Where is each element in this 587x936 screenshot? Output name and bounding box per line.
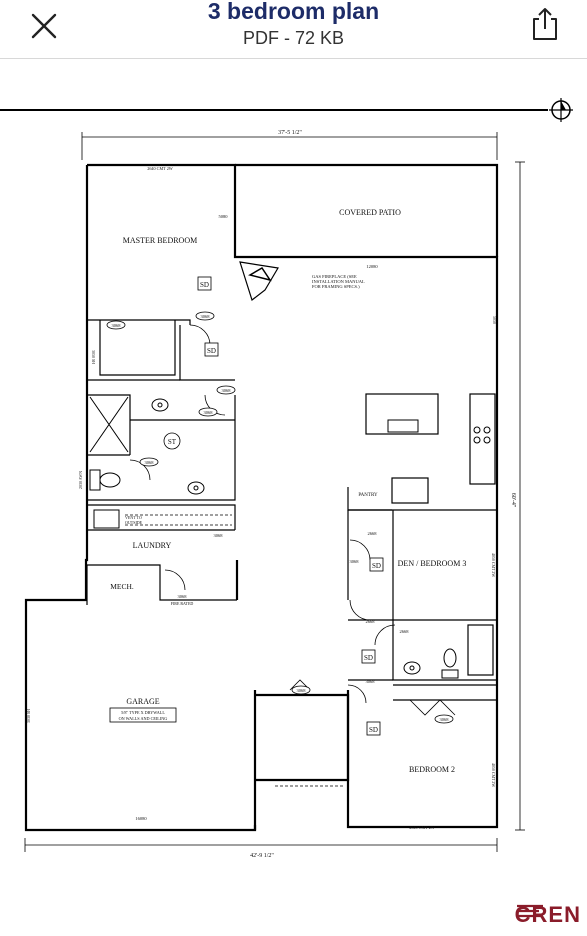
door-tag: 3068 [366, 679, 376, 684]
door-tag: 2668 [368, 531, 378, 536]
room-pantry: PANTRY [358, 493, 378, 498]
window-bath2: 2030 AWN [78, 471, 83, 489]
note-drywall-2: ON WALLS AND CEILING [119, 716, 168, 721]
window-master-top: 2640 CMT 2W [147, 166, 173, 171]
room-bedroom2: BEDROOM 2 [409, 765, 455, 774]
note-fireplace-1: GAS FIREPLACE (SEE [312, 274, 357, 279]
note-fireplace-2: INSTALLATION MANUAL [312, 279, 365, 284]
sd-label: SD [200, 281, 209, 289]
close-icon [31, 13, 57, 39]
note-fireplace-3: FOR FRAMING SPECS.) [312, 284, 360, 289]
note-vent-1: VENT TO [125, 515, 142, 520]
room-garage: GARAGE [126, 697, 159, 706]
cren-logo: CREN [515, 902, 581, 928]
share-button[interactable] [525, 4, 565, 44]
exterior-walls [24, 163, 499, 832]
section-marker-icon [549, 98, 573, 122]
window-bath: 3050 SH [91, 350, 96, 364]
window-den: 4050 CMT 2W [491, 553, 496, 578]
note-drywall-1: 5/8" TYPE X DRYWALL [121, 710, 165, 715]
door-tag: 3068 [201, 314, 211, 319]
door-tag: 2668 [400, 629, 410, 634]
share-icon [533, 8, 557, 40]
door-tag: 3068 [222, 388, 232, 393]
close-button[interactable] [24, 6, 64, 46]
document-title: 3 bedroom plan [207, 0, 380, 24]
door-patio: 12080 [366, 264, 378, 269]
drywall-note-box [109, 707, 177, 723]
door-tag: 3068 [350, 559, 360, 564]
door-tag: 3068 [440, 717, 450, 722]
door-tag: 2668 [366, 619, 376, 624]
pdf-page[interactable]: 37'-5 1/2" 42'-9 1/2" 60'-4" [0, 59, 587, 936]
room-mech: MECH. [110, 582, 134, 591]
room-covered-patio: COVERED PATIO [339, 208, 401, 217]
sd-tags: SD SD SD SD SD ST [163, 276, 384, 736]
sd-label: SD [369, 726, 378, 734]
document-meta: PDF - 72 KB [242, 28, 345, 48]
window-great: 5050 [492, 316, 497, 324]
note-fire-rated: FIRE RATED [171, 601, 194, 606]
document-header: 3 bedroom plan PDF - 72 KB [0, 0, 587, 59]
st-label: ST [168, 438, 177, 446]
dim-right: 60'-4" [510, 493, 516, 508]
sd-label: SD [207, 347, 216, 355]
note-vent-2: OUTSIDE [125, 520, 143, 525]
door-garage: 16080 [135, 816, 147, 821]
cren-swoosh-icon [516, 904, 543, 918]
window-master-side: 5080 [219, 214, 229, 219]
dim-bottom: 42'-9 1/2" [250, 853, 274, 859]
door-tag-fire-rated: 3068 [178, 594, 188, 599]
window-bed2: 4050 CMT 2W [491, 763, 496, 788]
door-tag: 3068 [204, 410, 214, 415]
sd-label: SD [372, 562, 381, 570]
interior-walls [86, 261, 497, 701]
window-bed2-bottom: 2640 CMT 2W [409, 825, 435, 830]
door-tag: 3068 [214, 533, 224, 538]
door-swings [129, 324, 456, 716]
door-tags: 3068 3068 3068 3068 3068 3068 3068 3068 … [106, 311, 454, 724]
dashed-elements [125, 514, 345, 787]
sd-label: SD [364, 654, 373, 662]
window-garage: 3030 SH [26, 709, 31, 723]
floor-plan: 37'-5 1/2" 42'-9 1/2" 60'-4" [0, 98, 573, 859]
dim-top: 37'-5 1/2" [278, 130, 302, 136]
dimension-lines [24, 132, 525, 852]
room-master-bedroom: MASTER BEDROOM [123, 236, 197, 245]
plumbing-fixtures [89, 266, 491, 679]
door-tag: 3068 [112, 323, 122, 328]
room-laundry: LAUNDRY [133, 541, 172, 550]
door-tag: 3068 [297, 688, 307, 693]
room-den: DEN / BEDROOM 3 [398, 559, 467, 568]
door-tag: 3068 [145, 460, 155, 465]
